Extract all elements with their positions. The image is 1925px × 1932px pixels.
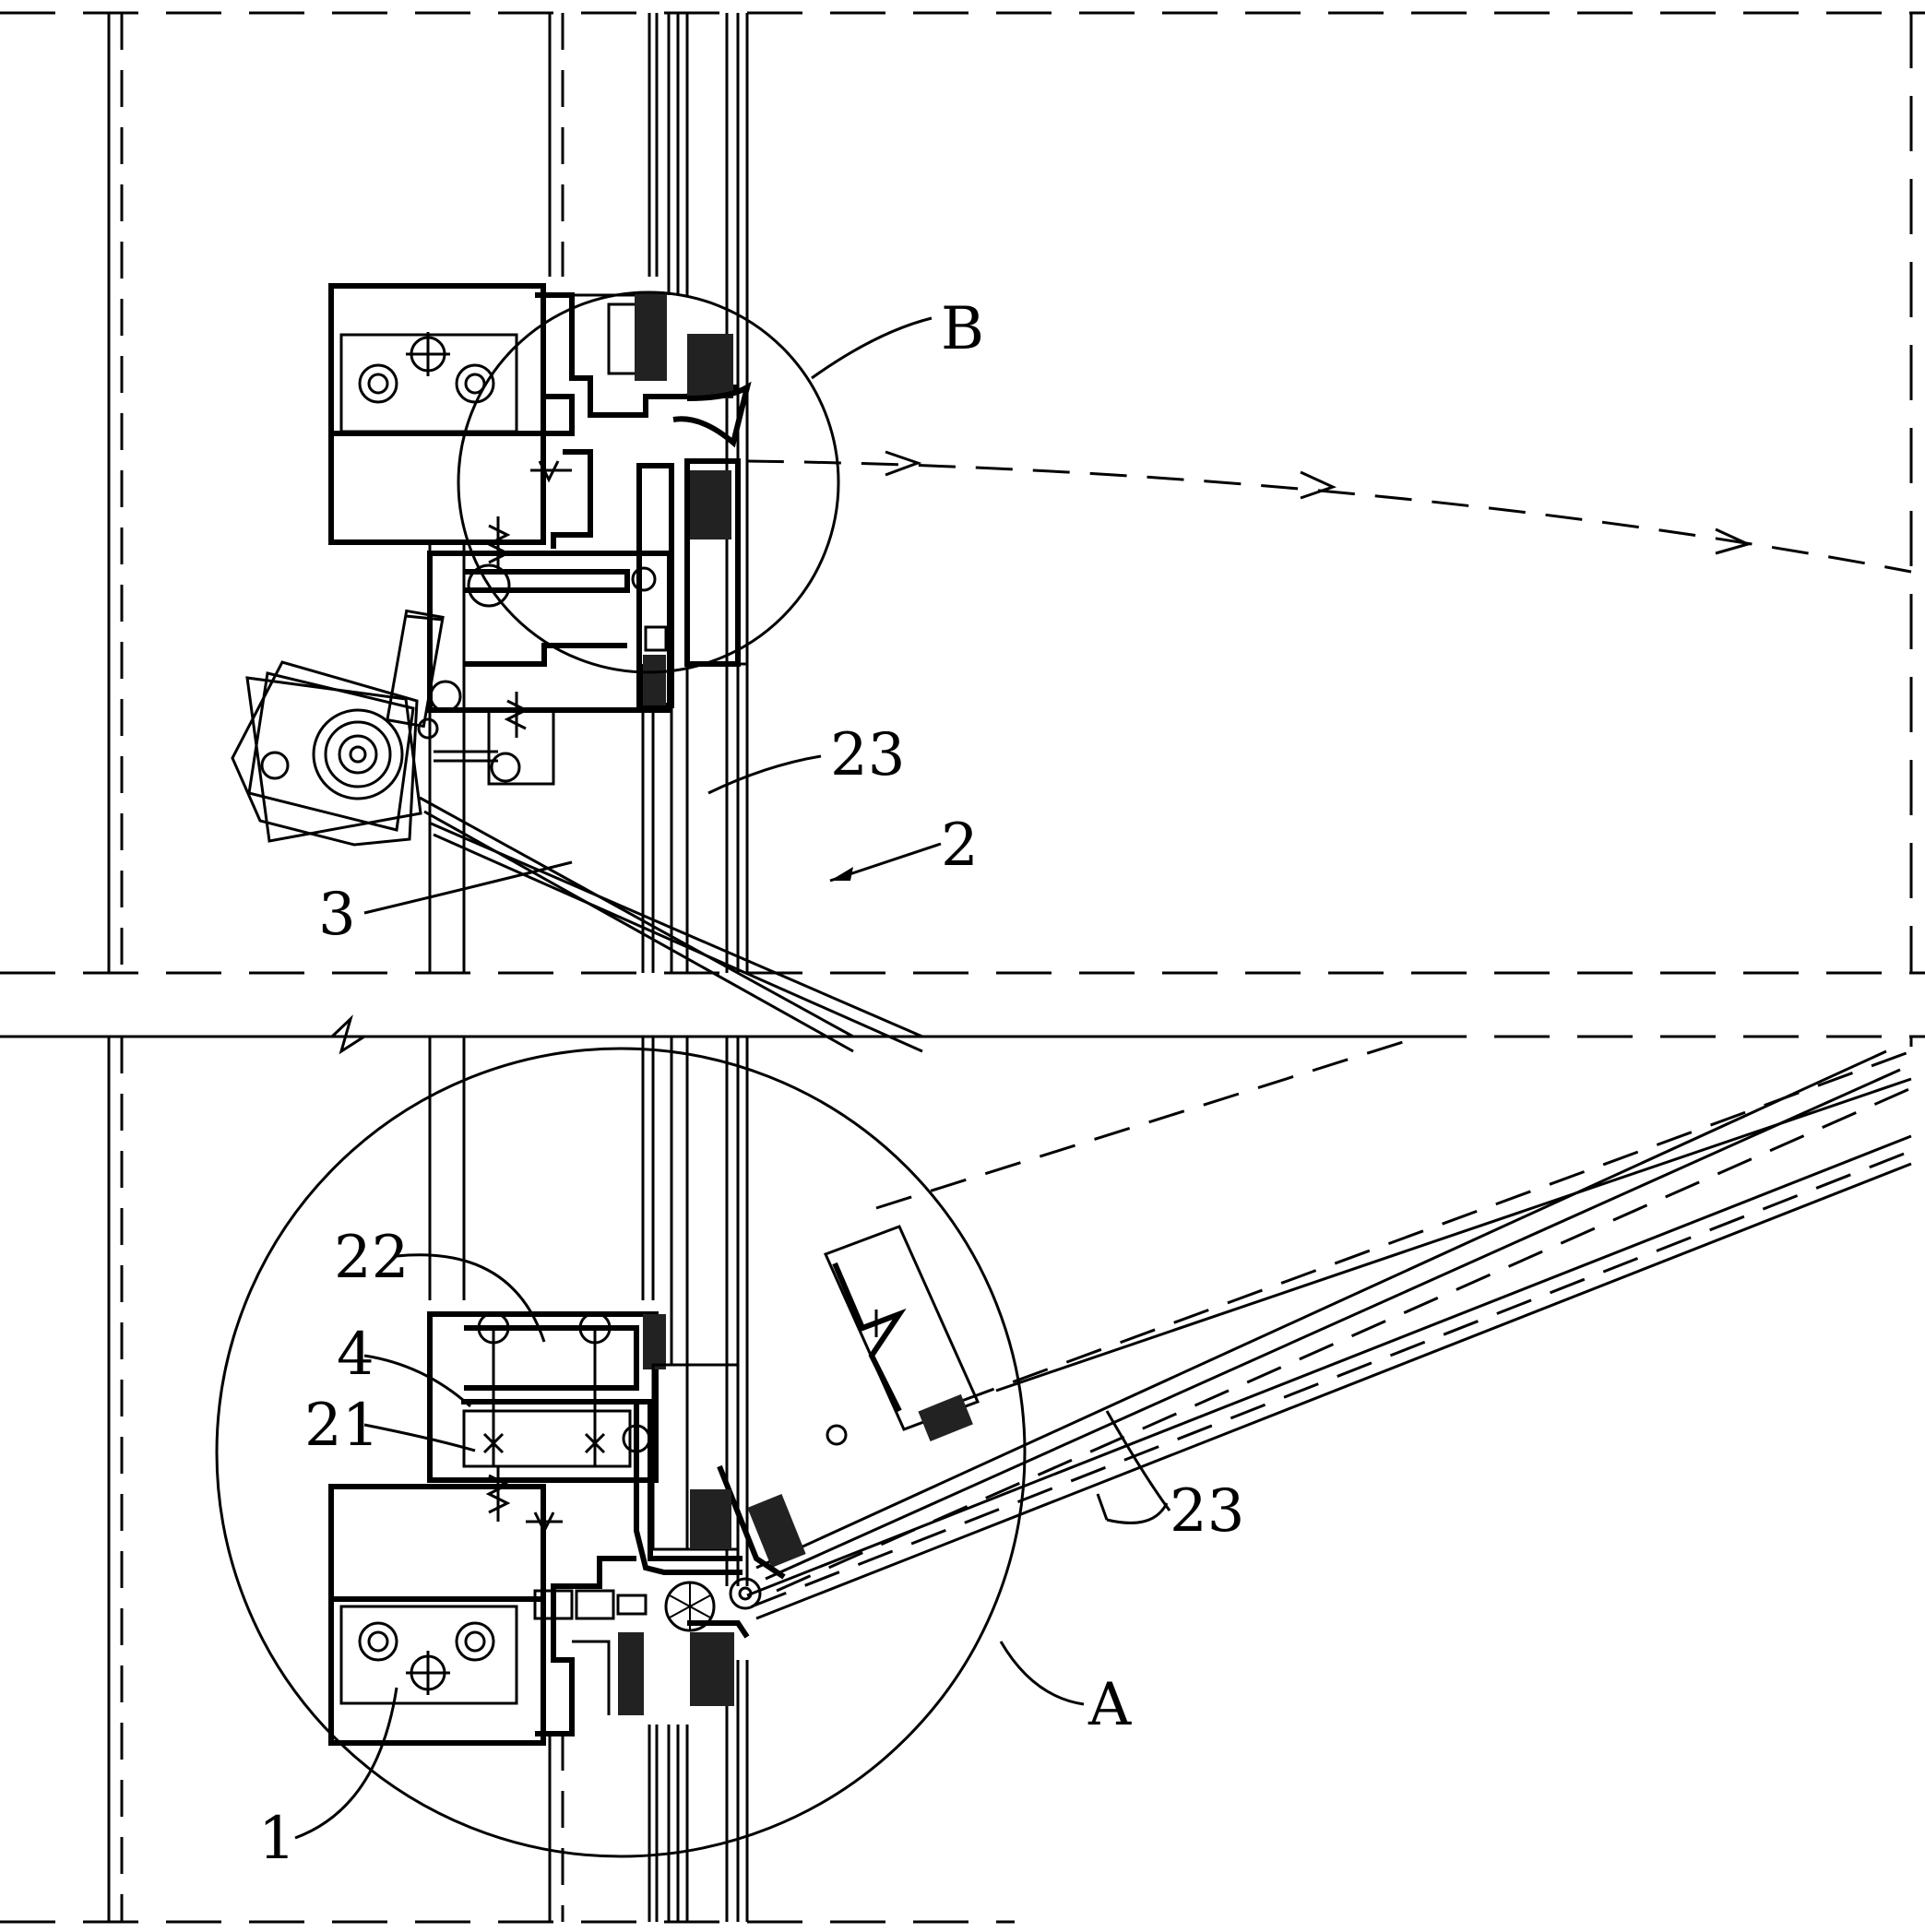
airflow-path <box>747 452 1911 572</box>
label-22: 22 <box>334 1224 409 1292</box>
label-23-lower: 23 <box>1170 1477 1244 1546</box>
callout-labels: B 23 2 3 22 4 21 23 A 1 <box>258 295 1244 1873</box>
label-a: A <box>1087 1671 1132 1739</box>
hinge-mechanism <box>232 610 498 845</box>
label-b: B <box>941 295 984 363</box>
label-23-upper: 23 <box>830 721 905 789</box>
lower-transom-profile <box>331 1313 760 1743</box>
arrow-icon <box>1301 472 1333 498</box>
lower-open-window <box>719 1037 1911 1618</box>
wall-column <box>109 13 563 1922</box>
screw-icon <box>360 332 493 402</box>
label-2: 2 <box>941 812 979 880</box>
label-21: 21 <box>304 1392 379 1460</box>
screw-icon <box>360 1623 493 1695</box>
label-3: 3 <box>318 881 356 949</box>
label-4: 4 <box>337 1321 374 1389</box>
label-1: 1 <box>258 1805 296 1873</box>
